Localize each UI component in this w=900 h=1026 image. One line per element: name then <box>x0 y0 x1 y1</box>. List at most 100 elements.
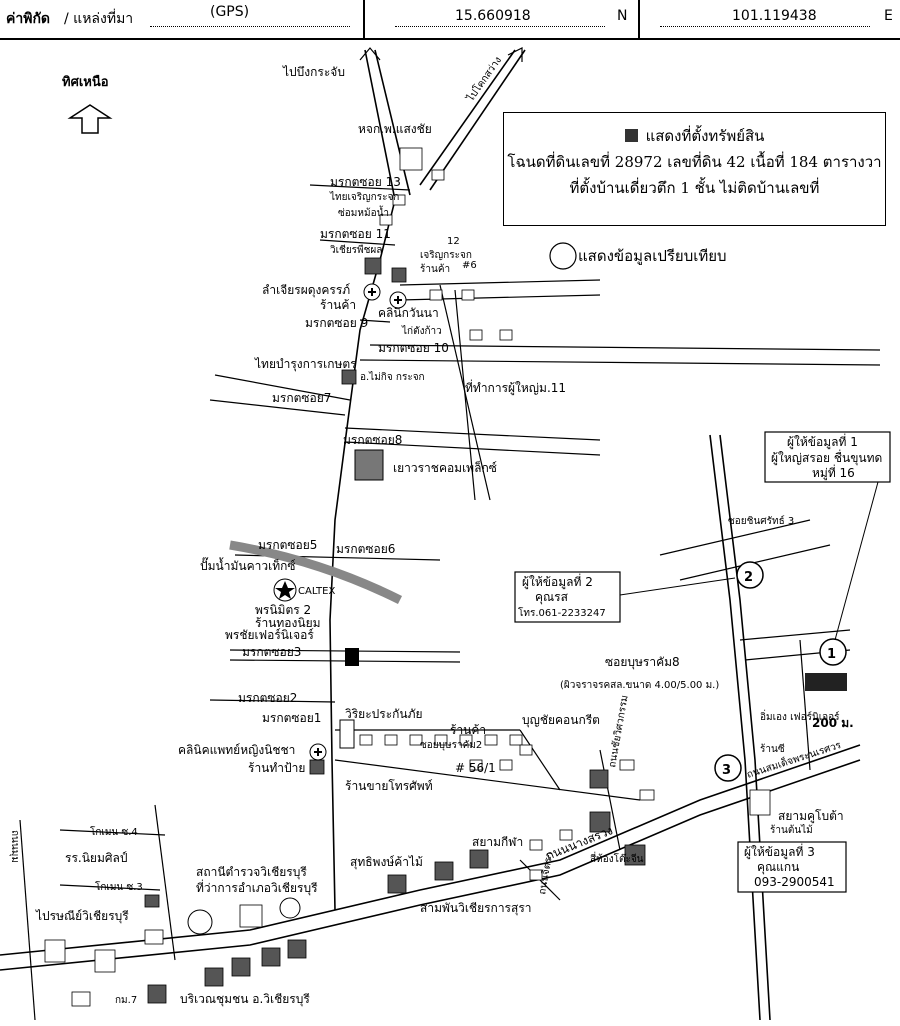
label-soi-mo: ซ่อมหม้อน้ำ <box>338 205 389 219</box>
source-label: / แหล่งที่มา <box>64 11 134 27</box>
label-phone-shop: ร้านขายโทรศัพท์ <box>345 779 433 793</box>
label-post: ไปรษณีย์วิเชียรบุรี <box>35 909 129 924</box>
coordinate-header: ค่าพิกัด / แหล่งที่มา (GPS) 15.660918 N … <box>0 0 900 40</box>
coord-cell-lat: 15.660918 N <box>365 0 640 38</box>
label-headman: ที่ทำการผู้ใหญ่ม.11 <box>465 379 566 396</box>
map-labels: ไปบึงกระจับ ไปโคกสว่าง หจก.พ.แสงชัย มรกต… <box>9 54 854 1007</box>
buildings-cluster <box>44 147 847 973</box>
informant-1-village: หมู่ที่ 16 <box>812 464 855 481</box>
label-left-road: ถนนมุม <box>9 830 20 863</box>
label-soi11: มรกตซอย 11 <box>320 227 391 241</box>
informant-1-box <box>764 431 891 483</box>
label-im-furn: อิ่มเอง เฟอร์นิเจอร์ <box>760 709 840 723</box>
label-soi8: มรกตซอย8 <box>343 433 402 447</box>
legend-property-line1: แสดงที่ตั้งทรัพย์สิน <box>645 127 765 145</box>
label-num6: #6 <box>462 260 477 271</box>
legend-property-line2: โฉนดที่ดินเลขที่ 28972 เลขที่ดิน 42 เนื้… <box>507 153 882 171</box>
informant-2-box <box>514 571 621 623</box>
label-police: สถานีตำรวจวิเชียรบุรี <box>196 865 307 880</box>
label-sanphong: สี่ห้องโต๊ะจีน <box>590 851 644 865</box>
label-pornmit: พรนิมิตร 2 <box>255 603 311 617</box>
gps-label: (GPS) <box>210 4 250 20</box>
informant-3-num: 3 <box>722 763 731 778</box>
informant-3-box <box>737 841 847 893</box>
label-khomen4: โกเมน ซ.4 <box>90 825 138 838</box>
label-shop3: ร้านค้า <box>450 723 486 737</box>
label-clinic-women: คลินิคแพทย์หญิงนิชชา <box>178 743 295 757</box>
house-markers <box>71 169 655 1007</box>
kubota-building <box>749 789 771 816</box>
label-thai-charoen: ไทยเจริญกระจก <box>329 191 399 203</box>
label-insurance: วิริยะประกันภัย <box>345 707 423 721</box>
caltex-star-icon <box>273 578 297 602</box>
label-wichian-phan: วิเชียรพืชผล <box>330 244 383 256</box>
north-label: ทิศเหนือ <box>62 74 109 90</box>
label-soi5: มรกตซอย5 <box>258 538 317 552</box>
label-kai-yang: ไก่ตังก้าว <box>401 325 442 337</box>
label-district: ที่ว่าการอำเภอวิเชียรบุรี <box>196 879 318 896</box>
informant-2-name: คุณรส <box>535 590 569 605</box>
lon-dir: E <box>884 8 893 24</box>
location-map: ทิศเหนือ <box>0 47 891 1021</box>
informant-3-name: คุณแกน <box>757 860 799 875</box>
informant-2-num: 2 <box>744 570 753 585</box>
gas-station-icon <box>399 147 423 171</box>
north-arrow-icon <box>67 104 113 134</box>
label-boonchai: บุญชัยคอนกรีต <box>522 713 600 728</box>
label-sutthipong: สุทธิพงษ์ค้าไม้ <box>350 855 423 870</box>
label-shop2: ร้านค้า <box>320 298 356 312</box>
label-soi-boon2: ซอยบุษราคัม2 <box>420 740 482 751</box>
informant-1-title: ผู้ให้ข้อมูลที่ 1 <box>787 433 858 450</box>
label-lamchiang: ลำเจียรผดุงครรภ์ <box>262 283 350 298</box>
label-road-jitra: ถนนจิตรา <box>537 851 555 895</box>
label-siam-kubota: สยามคูโบต้า <box>778 809 844 824</box>
property-legend-box: แสดงที่ตั้งทรัพย์สิน โฉนดที่ดินเลขที่ 28… <box>503 112 886 226</box>
label-num12: 12 <box>447 236 460 247</box>
label-o-glass: อ.ไม่กิจ กระจก <box>360 371 425 383</box>
label-thai-agri: ไทยบำรุงการเกษตร <box>254 357 357 372</box>
label-num561: # 56/1 <box>455 761 496 775</box>
label-soi-chin3: ซอยชินศรัทธ์ 3 <box>728 515 794 527</box>
label-soi9: มรกตซอย 9 <box>305 316 368 330</box>
yaowarat-building-icon <box>354 449 384 481</box>
coord-cell-lon: 101.119438 E <box>640 0 900 38</box>
label-shop-tree: ร้านต้นไม้ <box>770 824 813 836</box>
label-gas-station: ปั๊มน้ำมันคาวเท็กซ์ <box>200 557 296 573</box>
label-soi6: มรกตซอย6 <box>336 542 395 556</box>
label-khomen3: โกเมน ซ.3 <box>95 880 143 893</box>
informant-3-title: ผู้ให้ข้อมูลที่ 3 <box>744 843 815 860</box>
lat-value: 15.660918 <box>455 8 531 24</box>
label-soi3: มรกตซอย3 <box>242 645 301 659</box>
coord-label: ค่าพิกัด <box>6 11 51 27</box>
label-clinic-wan: คลินิกวันนา <box>378 306 439 320</box>
label-soi13: มรกตซอย 13 <box>330 175 401 189</box>
informant-3-phone: 093-2900541 <box>754 875 835 889</box>
informant-1-name: ผู้ใหญ่สรอย ชื่นขุนทด <box>771 449 882 466</box>
label-charoen-glass: เจริญกระจก <box>420 250 472 261</box>
label-shop-sangchai: หจก.พ.แสงชัย <box>358 122 432 136</box>
label-soi10: มรกตซอย 10 <box>378 341 449 355</box>
label-soi-boon: ซอยบุษราคัม8 <box>605 655 680 670</box>
label-distance: 200 ม. <box>812 716 854 730</box>
informant-1-num: 1 <box>827 647 836 662</box>
label-shop-tong: ร้านทองนิยม <box>255 616 321 630</box>
lon-value: 101.119438 <box>732 8 817 24</box>
label-yaowarat: เยาวราชคอมเพล็กซ์ <box>393 460 497 475</box>
legend-property-line3: ที่ตั้งบ้านเดี่ยวตึก 1 ชั้น ไม่ติดบ้านเล… <box>569 179 820 197</box>
legend-line1-row: แสดงที่ตั้งทรัพย์สิน <box>504 123 885 149</box>
label-soi2: มรกตซอย2 <box>238 691 297 705</box>
property-marker <box>805 673 847 691</box>
lat-dir: N <box>617 8 628 24</box>
informant-2-phone: โทร.061-2233247 <box>518 606 606 619</box>
label-to-right-top: ไปโคกสว่าง <box>463 54 504 105</box>
label-road-width: (ผิวจราจรคสล.ขนาด 4.00/5.00 ม.) <box>560 680 719 691</box>
clinic-cross-icons <box>309 283 407 761</box>
informant-2-title: ผู้ให้ข้อมูลที่ 2 <box>522 573 593 590</box>
coord-cell-source: ค่าพิกัด / แหล่งที่มา (GPS) <box>0 0 365 38</box>
informant-markers <box>549 242 847 782</box>
label-pornchai: พรชัยเฟอร์นิเจอร์ <box>225 628 314 642</box>
label-caltex: CALTEX <box>298 586 335 597</box>
label-road-chai: ถนนชัยวิศวกรรม <box>607 694 631 768</box>
legend-compare-label: แสดงข้อมูลเปรียบเทียบ <box>578 247 727 265</box>
label-soi7: มรกตซอย7 <box>272 391 331 405</box>
